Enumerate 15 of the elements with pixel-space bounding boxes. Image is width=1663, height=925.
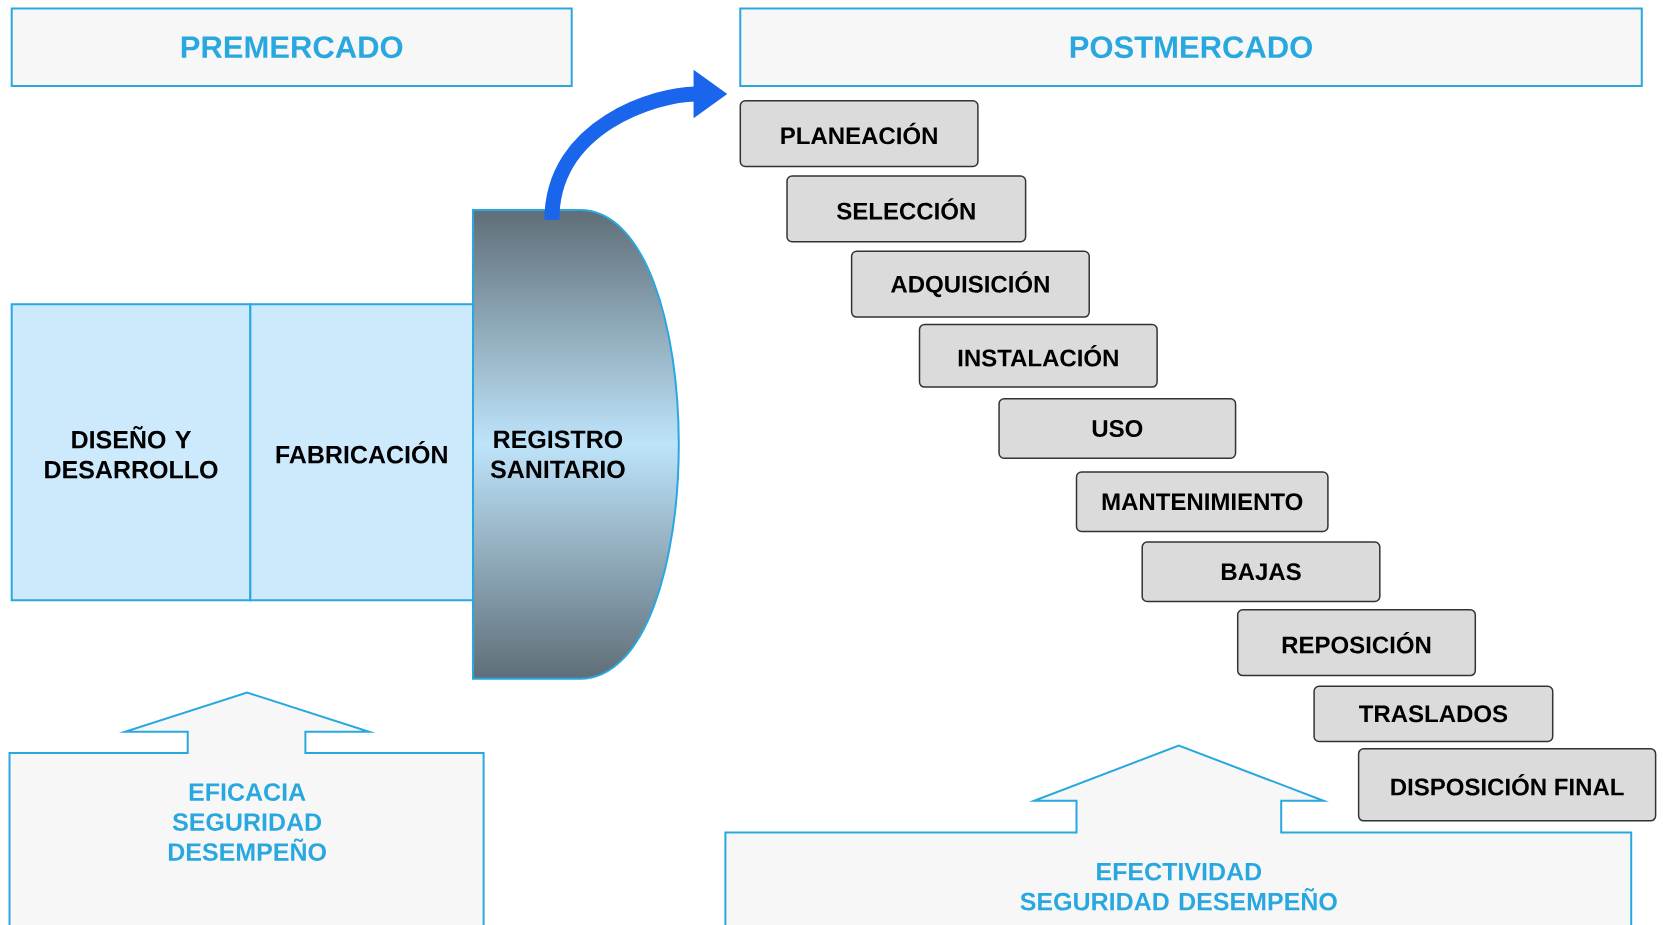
stage-box: MANTENIMIENTO bbox=[1075, 471, 1329, 533]
stage-box: USO bbox=[998, 398, 1237, 459]
process-panel: FABRICACIÓN bbox=[249, 303, 475, 602]
stage-box: INSTALACIÓN bbox=[918, 323, 1158, 388]
stage-box: TRASLADOS bbox=[1313, 685, 1554, 743]
up-arrow-box: EFICACIA SEGURIDAD DESEMPEÑO bbox=[8, 691, 485, 925]
stage-box: ADQUISICIÓN bbox=[850, 250, 1090, 318]
stage-box: REPOSICIÓN bbox=[1236, 609, 1477, 677]
stage-box: DISPOSICIÓN FINAL bbox=[1357, 748, 1657, 822]
stage-box: PLANEACIÓN bbox=[739, 99, 979, 168]
process-panel: DISEÑO Y DESARROLLO bbox=[10, 303, 252, 602]
header-box: POSTMERCADO bbox=[739, 7, 1643, 87]
stage-box: BAJAS bbox=[1141, 541, 1381, 603]
stage-box: SELECCIÓN bbox=[786, 175, 1027, 243]
header-box: PREMERCADO bbox=[10, 7, 573, 87]
